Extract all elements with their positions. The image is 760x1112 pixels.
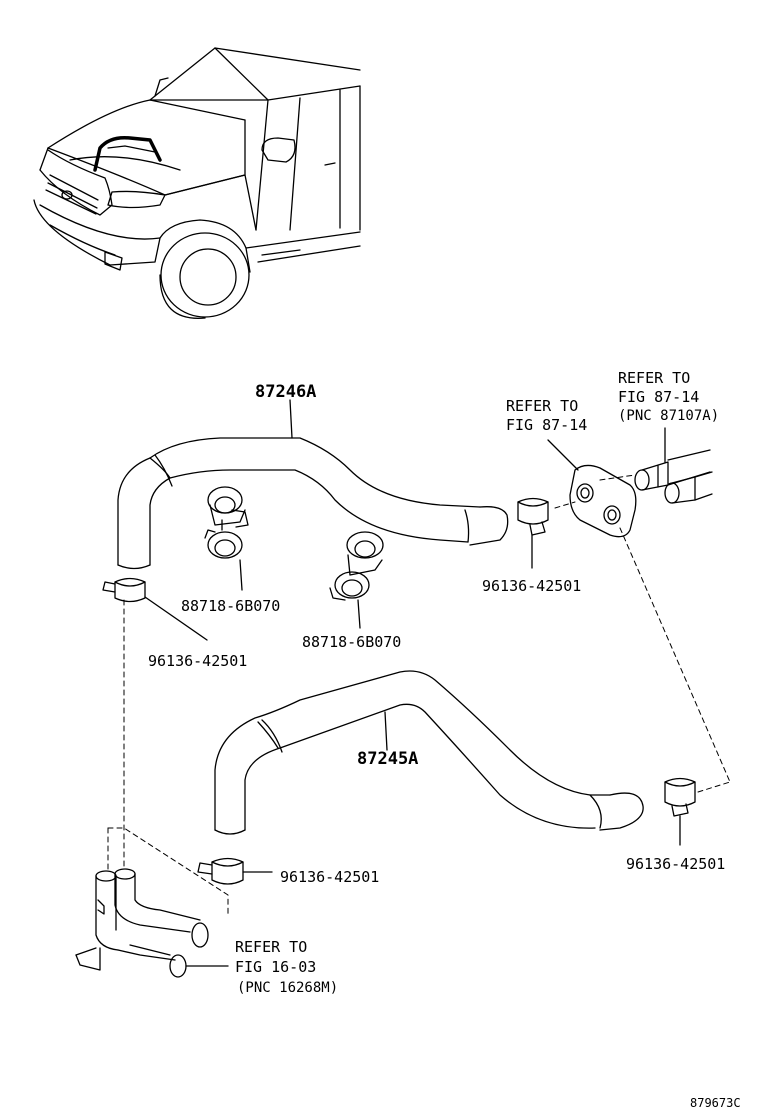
hose-clamp-right-upper [517, 497, 549, 569]
hose-clip-a [204, 486, 249, 591]
figure-code: 879673C [690, 1096, 741, 1110]
label-clip-a: 88718-6B070 [181, 597, 281, 615]
ref-pipes-line2: FIG 87-14 [618, 388, 700, 406]
leader-87246a [289, 399, 293, 439]
ref-gasket-line1: REFER TO [506, 397, 579, 415]
ref-pipes-line3: (PNC 87107A) [618, 408, 720, 424]
label-hose-lower: 87245A [357, 749, 419, 769]
ref-water-outlet-line2: FIG 16-03 [235, 958, 317, 976]
hose-lower [214, 670, 644, 835]
label-hose-upper: 87246A [255, 382, 317, 402]
guide-lines [107, 474, 731, 916]
hose-clamp-left-lower [197, 857, 273, 885]
label-clamp-left-upper: 96136-42501 [148, 652, 248, 670]
ref-gasket-line2: FIG 87-14 [506, 416, 588, 434]
gasket [547, 439, 637, 538]
ref-water-outlet-line3: (PNC 16268M) [237, 980, 339, 996]
label-clamp-left-lower: 96136-42501 [280, 868, 380, 886]
water-outlet [75, 868, 229, 978]
hose-clamp-right-lower [664, 777, 696, 846]
ref-pipes-line1: REFER TO [618, 369, 691, 387]
hose-upper [117, 437, 509, 570]
label-clip-b: 88718-6B070 [302, 633, 402, 651]
label-clamp-right-upper: 96136-42501 [482, 577, 582, 595]
vehicle-illustration [33, 47, 361, 319]
pipe [634, 427, 713, 504]
hose-clamp-left-upper [102, 577, 208, 641]
label-clamp-right-lower: 96136-42501 [626, 855, 726, 873]
hose-clip-b [329, 531, 384, 629]
leader-87245a [384, 711, 388, 751]
ref-water-outlet-line1: REFER TO [235, 938, 308, 956]
